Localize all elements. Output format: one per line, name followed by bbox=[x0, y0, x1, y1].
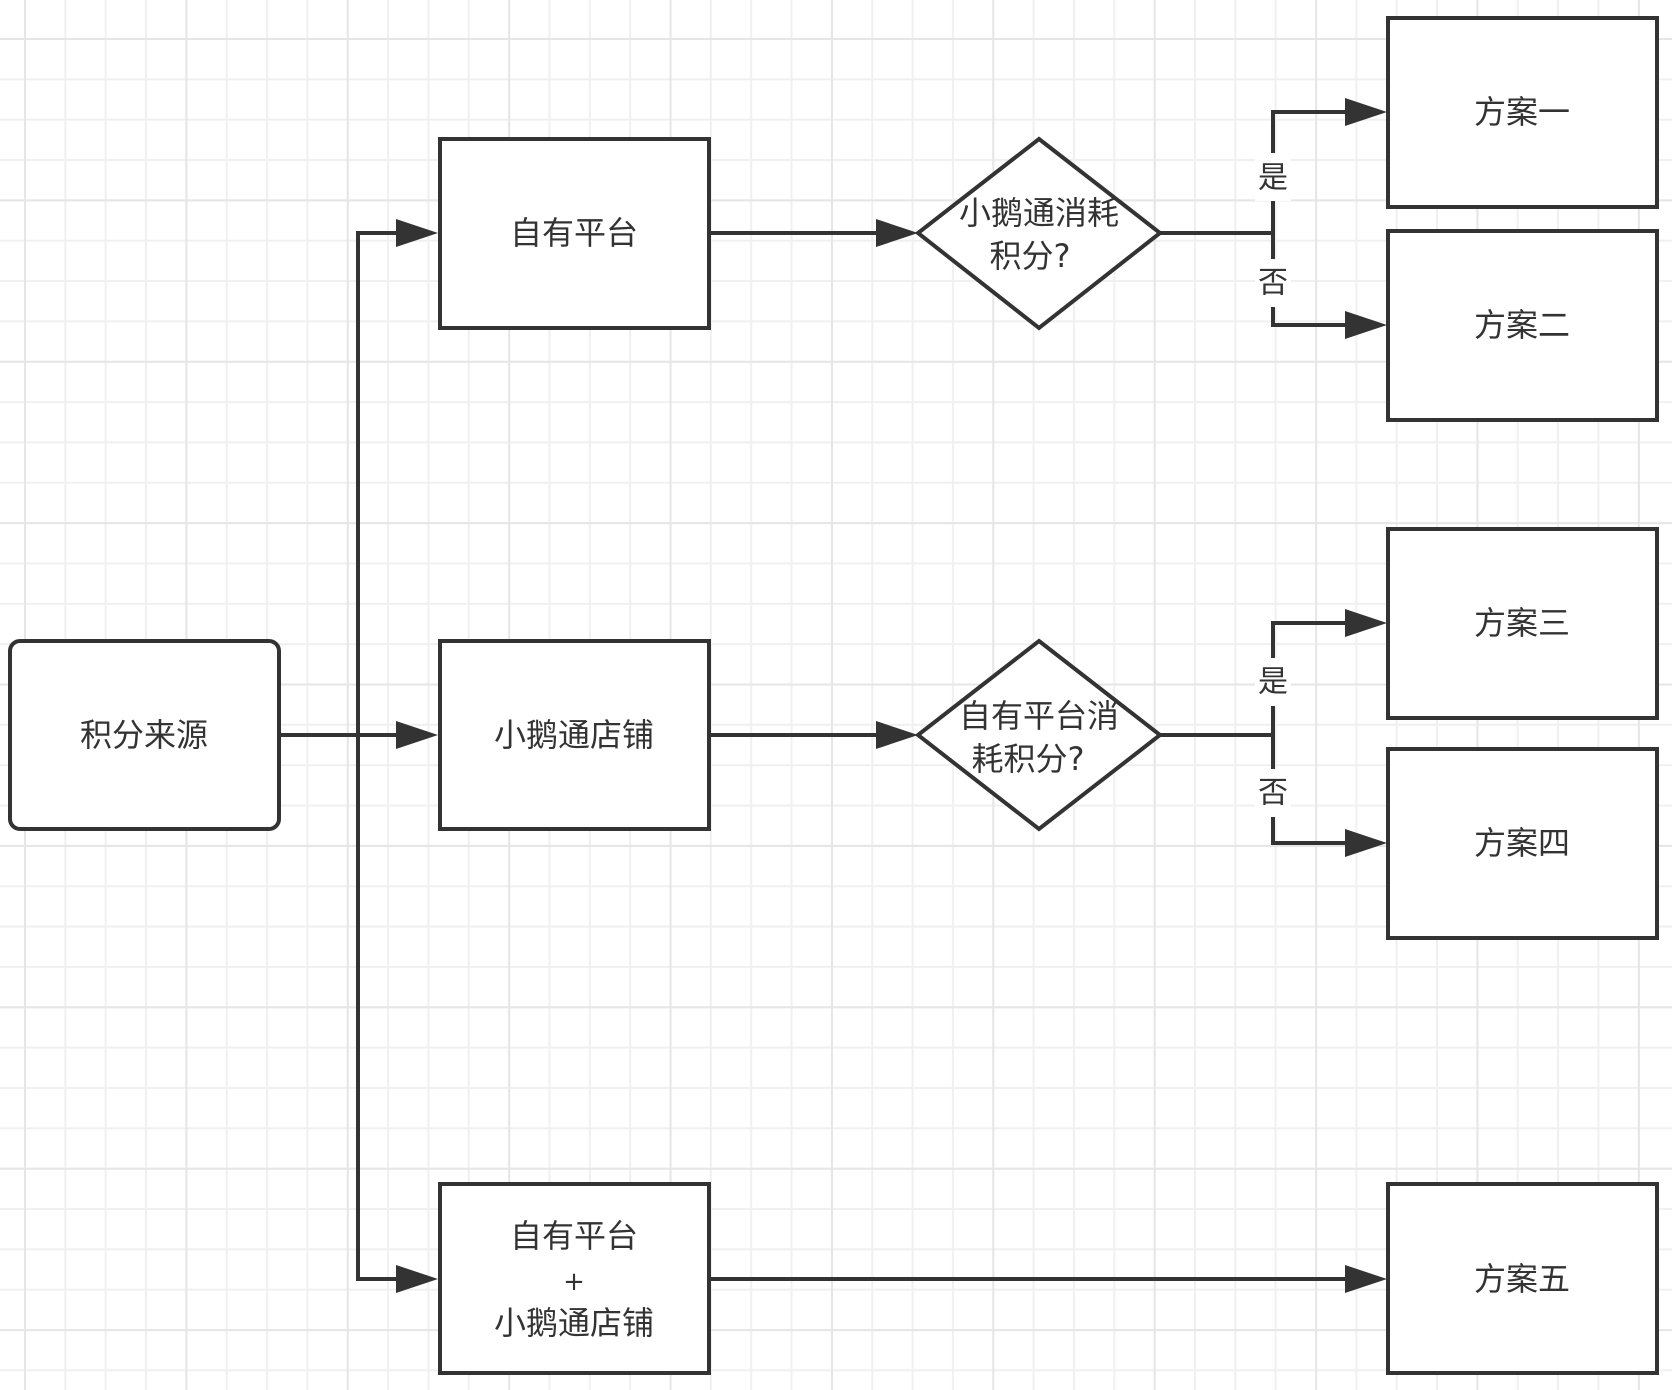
own-platform-shape[interactable] bbox=[438, 137, 711, 330]
decision1-label-line1: 小鹅通消耗 bbox=[959, 194, 1119, 232]
plan3-label: 方案三 bbox=[1474, 604, 1570, 642]
xiaoetong-shop-label: 小鹅通店铺 bbox=[494, 716, 654, 754]
edge-label-no2-text: 否 bbox=[1258, 776, 1288, 811]
combo-label-line1: 自有平台 bbox=[510, 1217, 638, 1255]
arrowhead-plan3 bbox=[1345, 609, 1387, 637]
node-decision2[interactable]: 自有平台消 耗积分? bbox=[914, 638, 1164, 832]
plan1-shape[interactable] bbox=[1386, 16, 1659, 209]
edge-labels: 是 否 是 否 bbox=[1255, 153, 1291, 817]
edge-label-yes1-text: 是 bbox=[1258, 161, 1288, 196]
arrowhead-plan5 bbox=[1345, 1265, 1387, 1293]
plan5-label: 方案五 bbox=[1474, 1260, 1570, 1298]
arrowhead-combo bbox=[396, 1265, 438, 1293]
combo-shape[interactable] bbox=[438, 1182, 711, 1375]
arrowhead-decision2 bbox=[876, 721, 918, 749]
node-decision1[interactable]: 小鹅通消耗 积分? bbox=[914, 136, 1164, 331]
arrowhead-plan4 bbox=[1345, 829, 1387, 857]
arrowhead-decision1 bbox=[876, 219, 918, 247]
plan4-shape[interactable] bbox=[1386, 747, 1659, 940]
arrowhead-own-platform bbox=[396, 219, 438, 247]
edge-label-no1-text: 否 bbox=[1258, 266, 1288, 301]
combo-label-plus: + bbox=[563, 1267, 585, 1297]
plan5-shape[interactable] bbox=[1386, 1182, 1659, 1375]
edges bbox=[279, 98, 1387, 1293]
arrowhead-plan1 bbox=[1345, 98, 1387, 126]
source-label: 积分来源 bbox=[80, 716, 208, 754]
node-plan2[interactable]: 方案二 bbox=[1386, 229, 1659, 422]
edge-label-yes2-text: 是 bbox=[1258, 665, 1288, 700]
plan4-label: 方案四 bbox=[1474, 824, 1570, 862]
combo-label-line3: 小鹅通店铺 bbox=[494, 1304, 654, 1342]
plan2-label: 方案二 bbox=[1474, 306, 1570, 344]
edge-label-no1: 否 bbox=[1255, 259, 1291, 307]
edge-label-no2: 否 bbox=[1255, 769, 1291, 817]
plan1-label: 方案一 bbox=[1474, 93, 1570, 131]
node-plan3[interactable]: 方案三 bbox=[1386, 527, 1659, 720]
node-own-platform[interactable]: 自有平台 bbox=[438, 137, 711, 330]
decision1-label-line2: 积分? bbox=[990, 237, 1071, 275]
node-plan5[interactable]: 方案五 bbox=[1386, 1182, 1659, 1375]
node-source[interactable]: 积分来源 bbox=[8, 639, 281, 831]
node-combo[interactable]: 自有平台 + 小鹅通店铺 bbox=[438, 1182, 711, 1375]
node-plan4[interactable]: 方案四 bbox=[1386, 747, 1659, 940]
edge-label-yes2: 是 bbox=[1255, 658, 1291, 706]
decision2-label-line1: 自有平台消 bbox=[959, 697, 1119, 735]
plan2-shape[interactable] bbox=[1386, 229, 1659, 422]
source-shape[interactable] bbox=[8, 639, 281, 831]
edge-label-yes1: 是 bbox=[1255, 153, 1291, 201]
xiaoetong-shop-shape[interactable] bbox=[438, 639, 711, 831]
decision1-shape[interactable] bbox=[914, 136, 1164, 331]
node-plan1[interactable]: 方案一 bbox=[1386, 16, 1659, 209]
node-xiaoetong-shop[interactable]: 小鹅通店铺 bbox=[438, 639, 711, 831]
decision2-label-line2: 耗积分? bbox=[972, 740, 1085, 778]
own-platform-label: 自有平台 bbox=[510, 214, 638, 252]
plan3-shape[interactable] bbox=[1386, 527, 1659, 720]
arrowhead-xiaoetong-shop bbox=[396, 721, 438, 749]
decision2-shape[interactable] bbox=[914, 638, 1164, 832]
arrowhead-plan2 bbox=[1345, 311, 1387, 339]
